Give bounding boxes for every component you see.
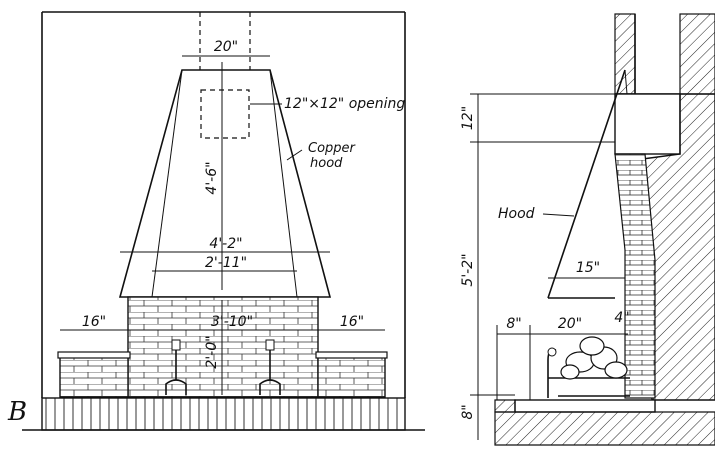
label-hood-inner: 2'-11" [205,255,247,271]
label-hood-depth: 15" [576,260,600,276]
label-side-right: 16" [340,314,364,330]
label-top-width: 20" [214,39,238,55]
label-side-left: 16" [82,314,106,330]
label-opening: 12"×12" opening [284,96,405,112]
logs [560,336,628,380]
bench-cap-left [57,351,131,359]
label-hood: hood [310,156,343,171]
leader-hood [286,149,303,161]
opening-square [200,89,250,139]
andiron-left [165,339,187,395]
front-elevation: 20" 12"×12" opening Copper hood 4'-6" 4'… [7,11,425,431]
label-hearth-depth: 20" [558,316,582,332]
label-floor: 8" [460,404,476,419]
hood-inner-left [151,69,183,298]
label-left-gap: 8" [506,316,521,332]
hood-inner-right [269,69,298,298]
upper-wall-left [614,13,636,95]
floor-section [494,411,715,446]
label-side-hood: Hood [498,206,535,222]
hood-box [614,93,681,155]
floor-step [494,399,516,413]
label-top-height: 12" [460,106,476,130]
side-bench-right [317,355,386,398]
side-section: 12" Hood 5'-2" 15" 8" 20" 4" 8" [460,13,715,446]
section-letter: B [7,397,27,427]
firebox-lining [614,153,656,399]
label-hood-height: 4'-6" [204,161,220,194]
copper-hood [118,69,332,298]
brick-breast [127,296,319,398]
leader-side-hood [542,213,575,217]
hearth [41,397,406,431]
label-hood-outer: 4'-2" [209,236,242,252]
label-main-height: 5'-2" [460,253,476,286]
upper-wall-right [679,13,715,95]
side-bench-left [59,355,129,398]
label-copper: Copper [308,141,357,156]
hearth-slab [514,399,656,413]
side-hood-edge [547,69,626,299]
label-base-height: 2'-0" [204,335,220,368]
label-hearth-width: 3'-10" [211,314,253,330]
andiron-right [259,339,281,395]
label-back-wall: 4" [614,310,629,326]
bench-cap-right [315,351,388,359]
side-hood-top [624,69,628,95]
